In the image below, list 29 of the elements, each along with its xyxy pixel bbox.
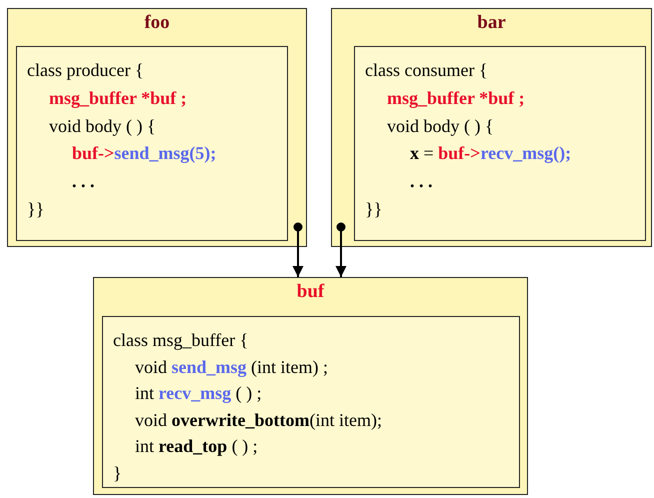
code-line: void overwrite_bottom(int item);	[135, 408, 382, 432]
code-line: msg_buffer *buf ;	[387, 86, 525, 110]
module-box	[7, 8, 307, 247]
code-line: }	[113, 462, 122, 485]
module-box	[331, 8, 652, 247]
code-box	[354, 46, 646, 241]
code-line: class msg_buffer {	[113, 329, 248, 352]
code-line: }}	[365, 198, 382, 221]
arrow	[336, 222, 346, 277]
module-title: foo	[143, 12, 171, 34]
code-line: x = buf->recv_msg();	[410, 142, 572, 166]
code-line: buf->send_msg(5);	[72, 142, 216, 166]
code-line: int read_top ( ) ;	[135, 435, 258, 458]
code-line: . . .	[72, 170, 94, 194]
code-line: void send_msg (int item) ;	[135, 356, 328, 379]
code-line: void body ( ) {	[387, 114, 494, 138]
code-box	[16, 46, 288, 241]
code-line: . . .	[410, 170, 432, 194]
code-line: void body ( ) {	[49, 114, 156, 138]
code-line: class producer {	[27, 59, 144, 82]
code-line: }}	[27, 198, 44, 221]
code-line: int recv_msg ( ) ;	[135, 382, 262, 406]
module-title: bar	[476, 12, 507, 34]
module-title: buf	[296, 281, 326, 303]
code-box	[102, 316, 520, 488]
arrow	[292, 222, 304, 277]
code-line: class consumer {	[365, 59, 488, 82]
code-line: msg_buffer *buf ;	[49, 86, 187, 110]
module-box	[93, 277, 528, 495]
